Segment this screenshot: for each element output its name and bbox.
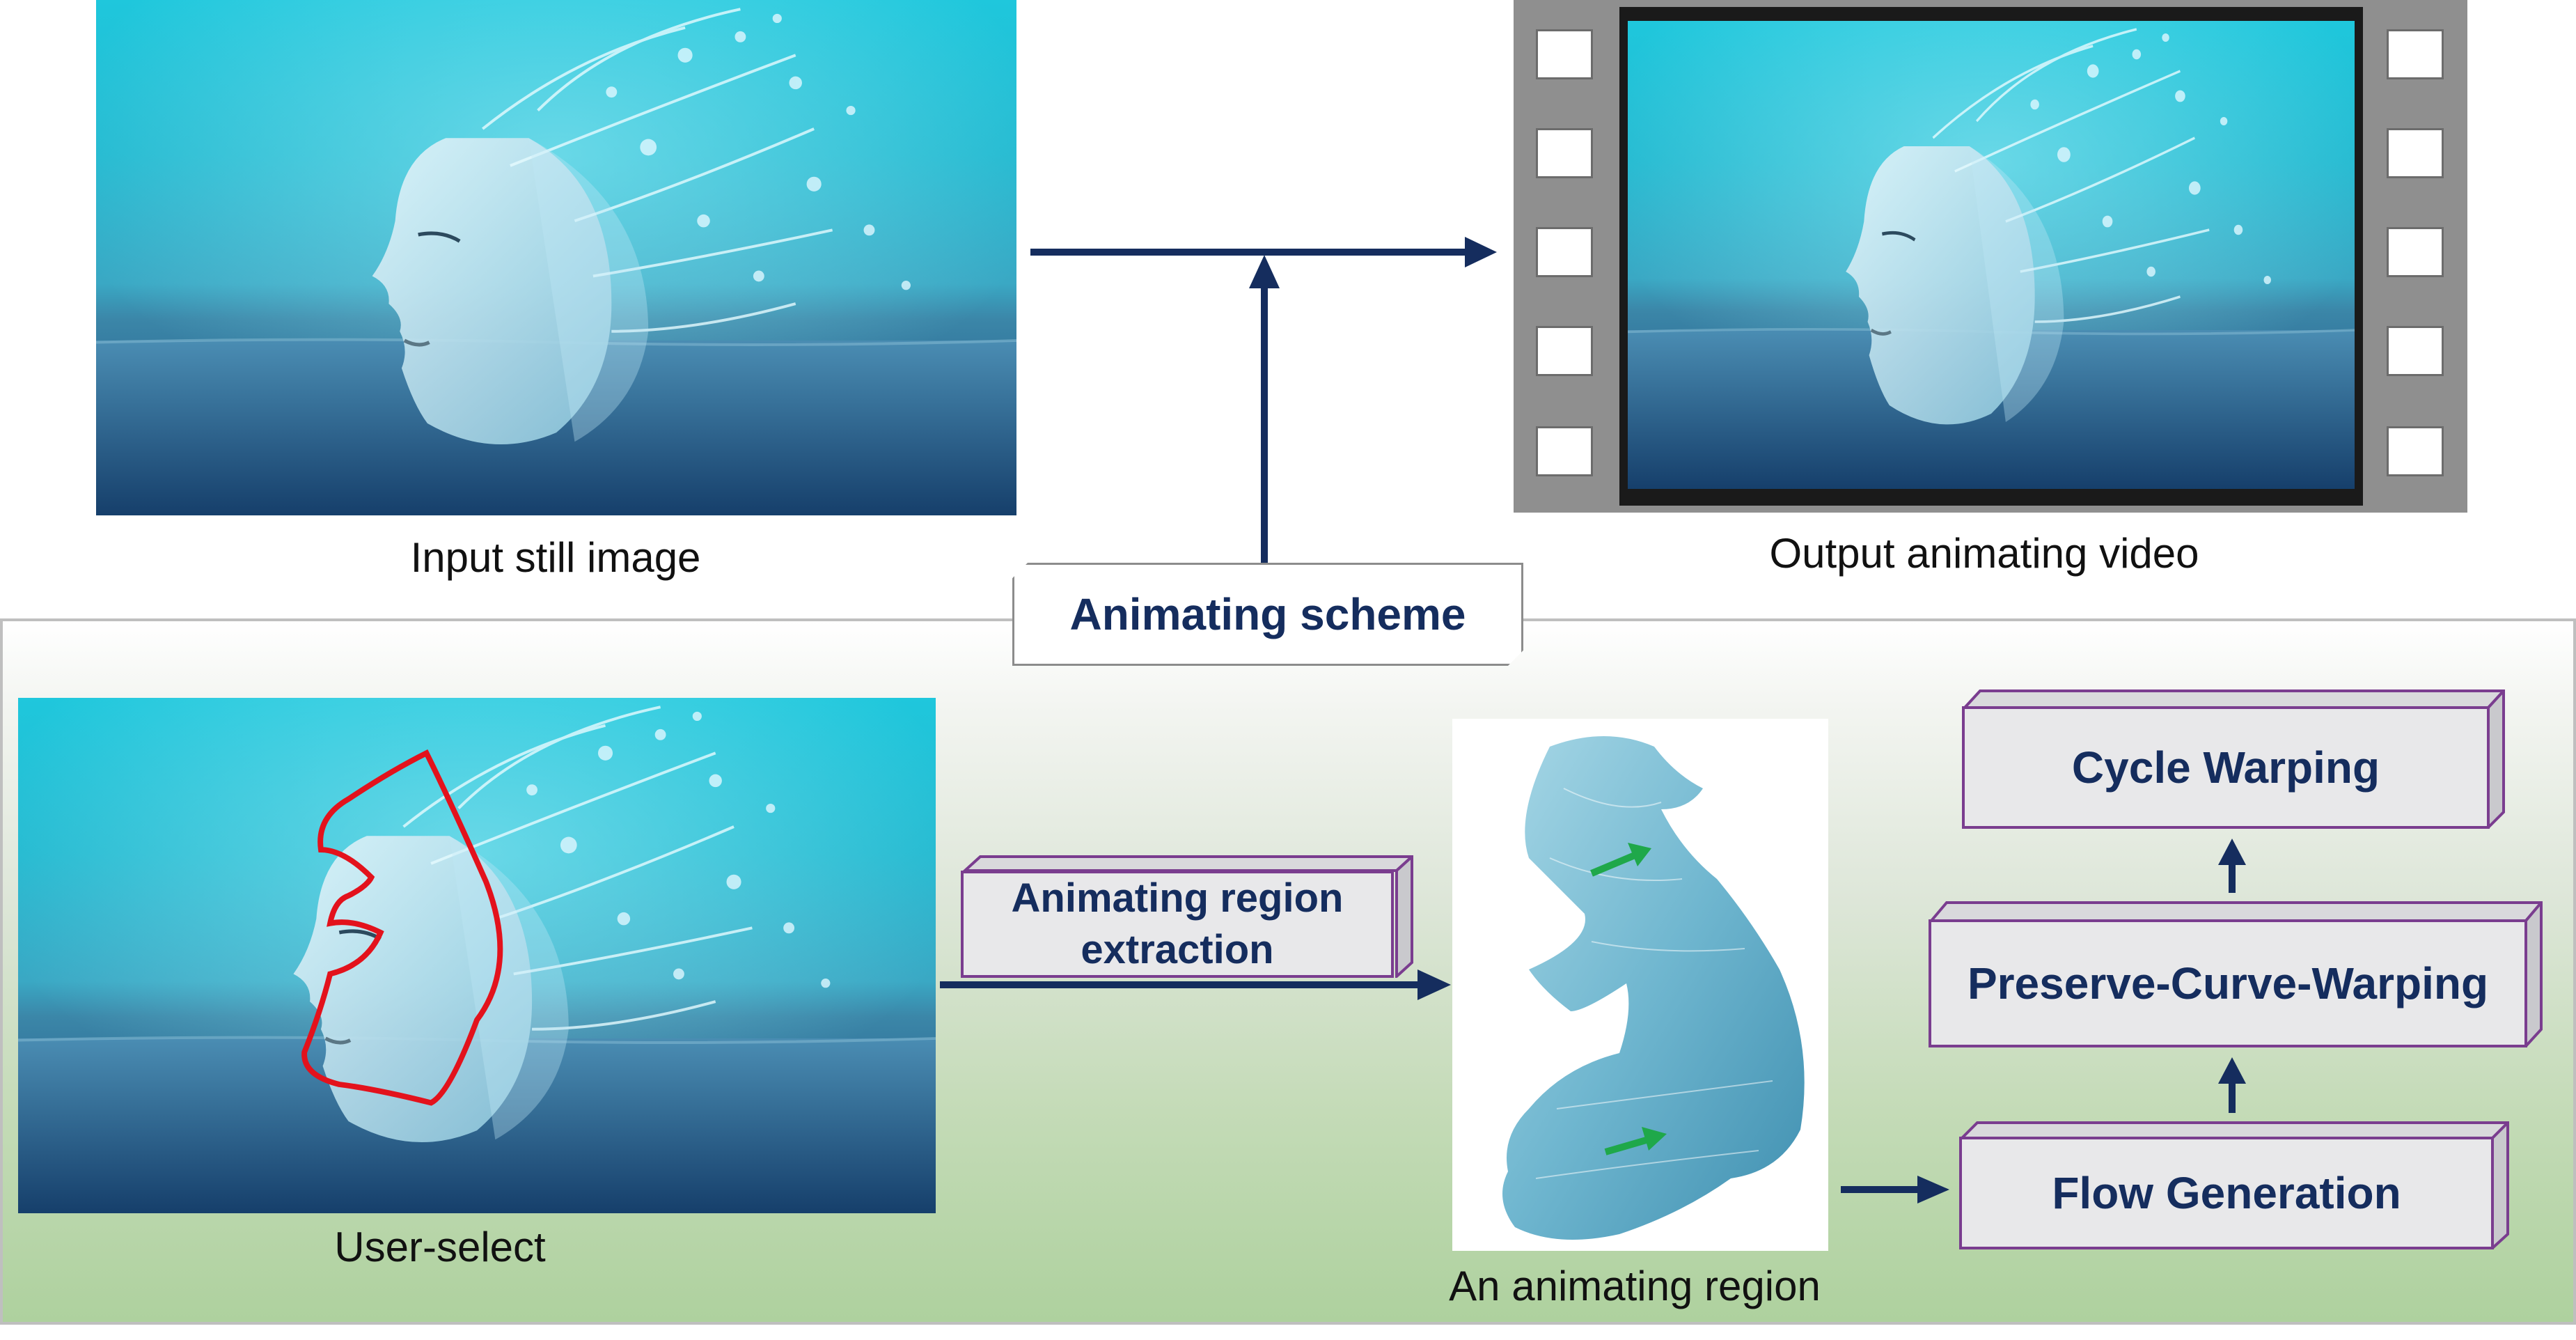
sprocket-hole [2387,128,2444,178]
input-still-image [96,0,1016,515]
sprocket-hole [1536,29,1593,79]
animating-region-caption: An animating region [1449,1263,1821,1309]
sprocket-hole [2387,426,2444,476]
animating-region-image [1452,719,1828,1251]
output-video-caption: Output animating video [1769,530,2199,577]
output-video-frame [1628,21,2355,489]
input-image-caption: Input still image [410,534,701,581]
sprocket-hole [1536,128,1593,178]
user-selection-outline [301,749,503,1106]
animating-scheme-label: Animating scheme [1012,563,1523,666]
film-strip-icon [1514,0,2467,513]
user-select-image [18,698,936,1213]
sprocket-hole [1536,426,1593,476]
film-frame [1619,7,2363,506]
sprocket-hole [2387,227,2444,277]
preserve-curve-warping-label: Preserve-Curve-Warping [1929,919,2527,1047]
flow-arrow-icon [1604,1127,1667,1155]
sprocket-hole [1536,326,1593,376]
preserve-curve-warping-box: Preserve-Curve-Warping [1929,901,2543,1047]
sprocket-hole [1536,227,1593,277]
sprocket-hole [2387,29,2444,79]
cycle-warping-box: Cycle Warping [1962,690,2505,829]
flow-generation-label: Flow Generation [1959,1137,2494,1249]
input-to-output-arrow [1030,237,1497,267]
scheme-to-pipeline-arrow [1249,255,1280,563]
user-select-caption: User-select [334,1224,546,1270]
cycle-warping-label: Cycle Warping [1962,706,2490,829]
extraction-box-label: Animating region extraction [961,871,1394,978]
animating-region-extraction-box: Animating region extraction [961,855,1413,978]
sprocket-hole [2387,326,2444,376]
flow-arrow-icon [1590,843,1651,877]
flow-generation-box: Flow Generation [1959,1121,2509,1249]
